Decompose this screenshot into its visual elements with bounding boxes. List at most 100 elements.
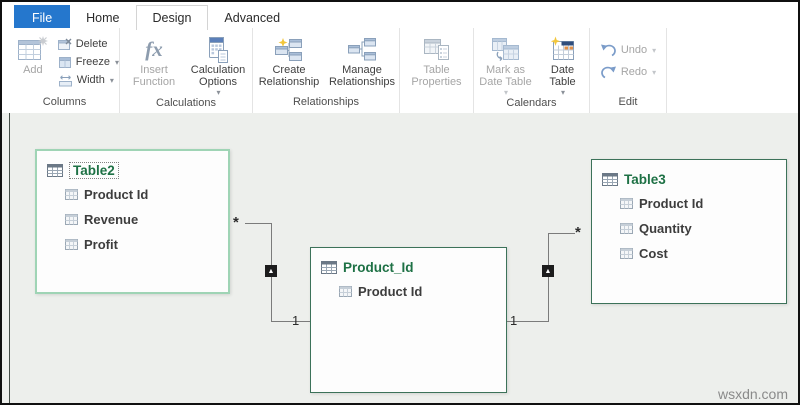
table3-field-product-id[interactable]: Product Id [620,191,776,215]
group-label-calendars: Calendars [506,97,557,109]
date-table-label: Date Table [549,64,576,88]
watermark: wsxdn.com [717,386,788,402]
table2-name[interactable]: Table2 [69,161,119,179]
field-icon [65,238,78,250]
field-label: Product Id [84,186,149,202]
product-id-header[interactable]: Product_Id [321,256,496,278]
redo-icon [600,65,617,79]
calculation-options-icon [206,35,230,64]
manage-relationships-button[interactable]: Manage Relationships [326,33,398,88]
create-relationship-button[interactable]: Create Relationship [254,33,324,88]
add-column-button[interactable]: Add [10,33,56,76]
table3-field-quantity[interactable]: Quantity [620,216,776,240]
freeze-column-button[interactable]: Freeze ▾ [58,53,119,71]
delete-column-label: Delete [75,38,108,50]
mark-as-date-table-label: Mark as Date Table [479,64,532,88]
add-column-label: Add [23,64,43,76]
field-icon [339,285,352,297]
table-card-table2[interactable]: Table2 Product Id Revenue Profit [35,149,230,294]
field-label: Profit [84,236,118,252]
group-label-columns: Columns [42,96,87,108]
ribbon-group-calendars: Mark as Date Table ▾ [474,28,590,113]
group-label-relationships: Relationships [292,96,360,108]
tab-file[interactable]: File [14,5,71,30]
mark-as-date-table-caret: ▾ [503,88,508,97]
field-label: Revenue [84,211,139,227]
table-header-icon [321,260,337,274]
ribbon-group-properties: Table Properties [400,28,474,113]
manage-relationships-label: Manage Relationships [328,64,396,88]
calculation-options-caret: ▾ [216,88,221,97]
diagram-view: Table2 Product Id Revenue Profit [2,113,798,403]
column-width-icon [58,74,73,87]
insert-function-button[interactable]: fx Insert Function [123,33,185,88]
ribbon-group-calculations: fx Insert Function [120,28,253,113]
redo-button[interactable]: Redo ▾ [600,61,656,83]
ribbon-tab-bar: File Home Design Advanced [14,5,794,30]
ribbon-group-columns: Add Delete [10,28,120,113]
width-dropdown-caret[interactable]: ▾ [109,75,114,85]
table2-header[interactable]: Table2 [47,159,218,181]
field-label: Cost [639,245,668,261]
column-width-button[interactable]: Width ▾ [58,71,119,89]
relationship1-line[interactable] [245,223,272,224]
date-table-button[interactable]: Date Table ▾ [538,33,588,97]
calculation-options-button[interactable]: Calculation Options ▾ [187,33,249,97]
arrow-up-icon: ▲ [267,267,275,275]
calculation-options-label: Calculation Options [190,64,246,88]
table-header-icon [602,172,618,186]
group-label-properties [400,96,473,113]
table3-name[interactable]: Table3 [624,171,666,187]
table-properties-label: Table Properties [411,64,462,88]
freeze-column-icon [58,56,72,69]
tab-home[interactable]: Home [86,10,120,25]
field-label: Product Id [639,195,704,211]
add-column-icon [17,35,49,64]
group-label-calculations: Calculations [156,97,216,109]
undo-icon [600,43,617,57]
table-card-product-id[interactable]: Product_Id Product Id [310,247,507,393]
tab-advanced[interactable]: Advanced [224,10,281,25]
freeze-dropdown-caret[interactable]: ▾ [114,57,119,67]
table3-field-cost[interactable]: Cost [620,241,776,265]
ribbon-design: Add Delete [2,28,798,114]
freeze-column-label: Freeze [75,56,110,68]
field-icon [620,222,633,234]
relationship2-many-label: * [575,224,581,241]
table-header-icon [47,163,63,177]
manage-relationships-icon [347,35,377,64]
table-properties-icon [423,35,451,64]
table-properties-button[interactable]: Table Properties [406,33,468,88]
relationship2-line[interactable] [548,233,549,322]
table3-header[interactable]: Table3 [602,168,776,190]
table2-field-revenue[interactable]: Revenue [65,207,218,231]
group-label-edit: Edit [618,96,638,108]
mark-as-date-table-button[interactable]: Mark as Date Table ▾ [476,33,536,97]
relationship2-line[interactable] [548,233,575,234]
relationship2-line[interactable] [507,321,548,322]
mark-as-date-table-icon [491,35,521,64]
date-table-caret: ▾ [560,88,565,97]
product-id-field-product-id[interactable]: Product Id [339,279,496,303]
product-id-name[interactable]: Product_Id [343,259,414,275]
relationship1-line[interactable] [271,321,310,322]
field-icon [65,188,78,200]
field-label: Quantity [639,220,692,236]
table2-field-profit[interactable]: Profit [65,232,218,256]
tab-design[interactable]: Design [135,5,209,30]
relationship2-direction-arrow[interactable]: ▲ [542,265,554,277]
relationship1-direction-arrow[interactable]: ▲ [265,265,277,277]
field-icon [65,213,78,225]
relationship1-one-label: 1 [292,313,300,328]
redo-label: Redo [620,66,648,78]
table2-field-product-id[interactable]: Product Id [65,182,218,206]
undo-button[interactable]: Undo ▾ [600,39,656,61]
table-card-table3[interactable]: Table3 Product Id Quantity Cost [591,159,787,304]
arrow-up-icon: ▲ [544,267,552,275]
create-relationship-icon [273,35,305,64]
field-label: Product Id [358,283,423,299]
delete-column-button[interactable]: Delete [57,35,119,53]
relationship2-one-label: 1 [510,313,518,328]
insert-function-icon: fx [145,37,163,61]
date-table-icon [549,35,577,64]
